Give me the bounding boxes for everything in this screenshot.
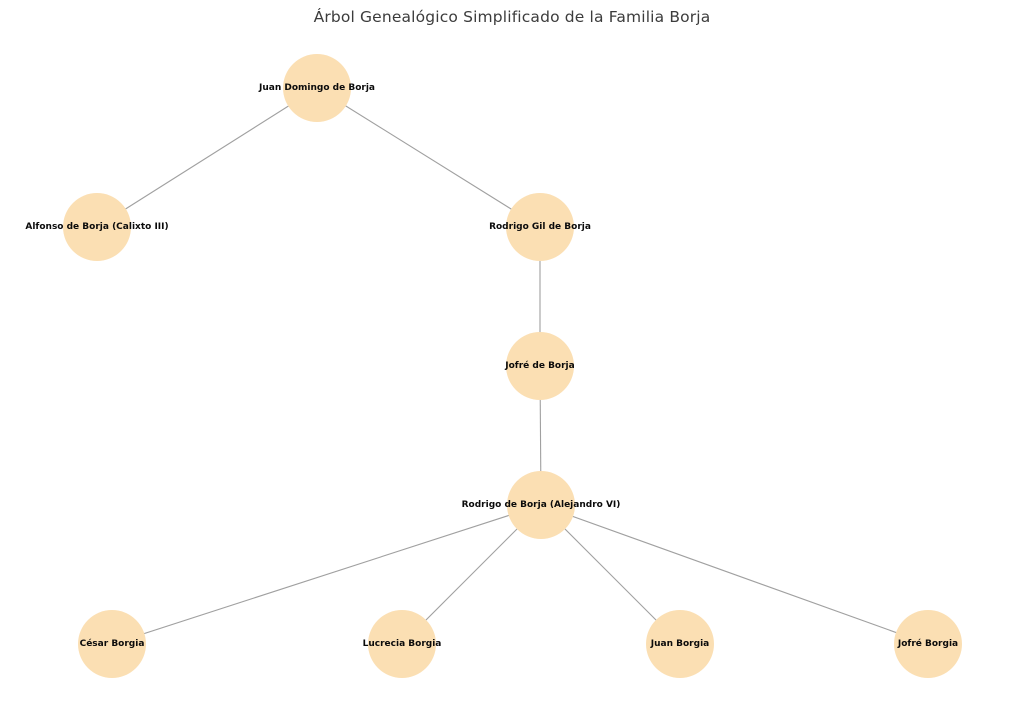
graph-node-lucrecia[interactable] xyxy=(368,610,436,678)
page-title: Árbol Genealógico Simplificado de la Fam… xyxy=(313,8,711,26)
graph-edge xyxy=(316,87,541,228)
graph-node-rodrigo_gil[interactable] xyxy=(506,193,574,261)
graph-edge xyxy=(96,87,318,228)
graph-node-jofre_de_borja[interactable] xyxy=(506,332,574,400)
graph-edge xyxy=(111,504,542,645)
graph-node-jofre_borgia[interactable] xyxy=(894,610,962,678)
graph-node-rodrigo_alejandro[interactable] xyxy=(507,471,575,539)
graph-node-alfonso[interactable] xyxy=(63,193,131,261)
graph-node-cesar[interactable] xyxy=(78,610,146,678)
graph-node-juan_domingo[interactable] xyxy=(283,54,351,122)
graph-node-juan_borgia[interactable] xyxy=(646,610,714,678)
graph-edge xyxy=(540,504,929,645)
